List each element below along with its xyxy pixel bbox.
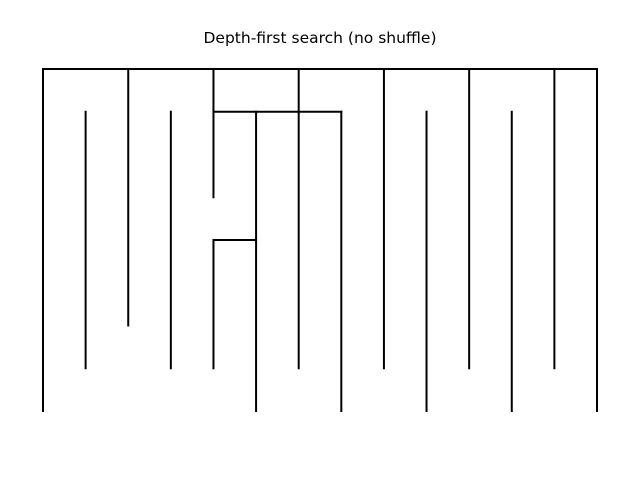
- diagram-title: Depth-first search (no shuffle): [203, 29, 437, 47]
